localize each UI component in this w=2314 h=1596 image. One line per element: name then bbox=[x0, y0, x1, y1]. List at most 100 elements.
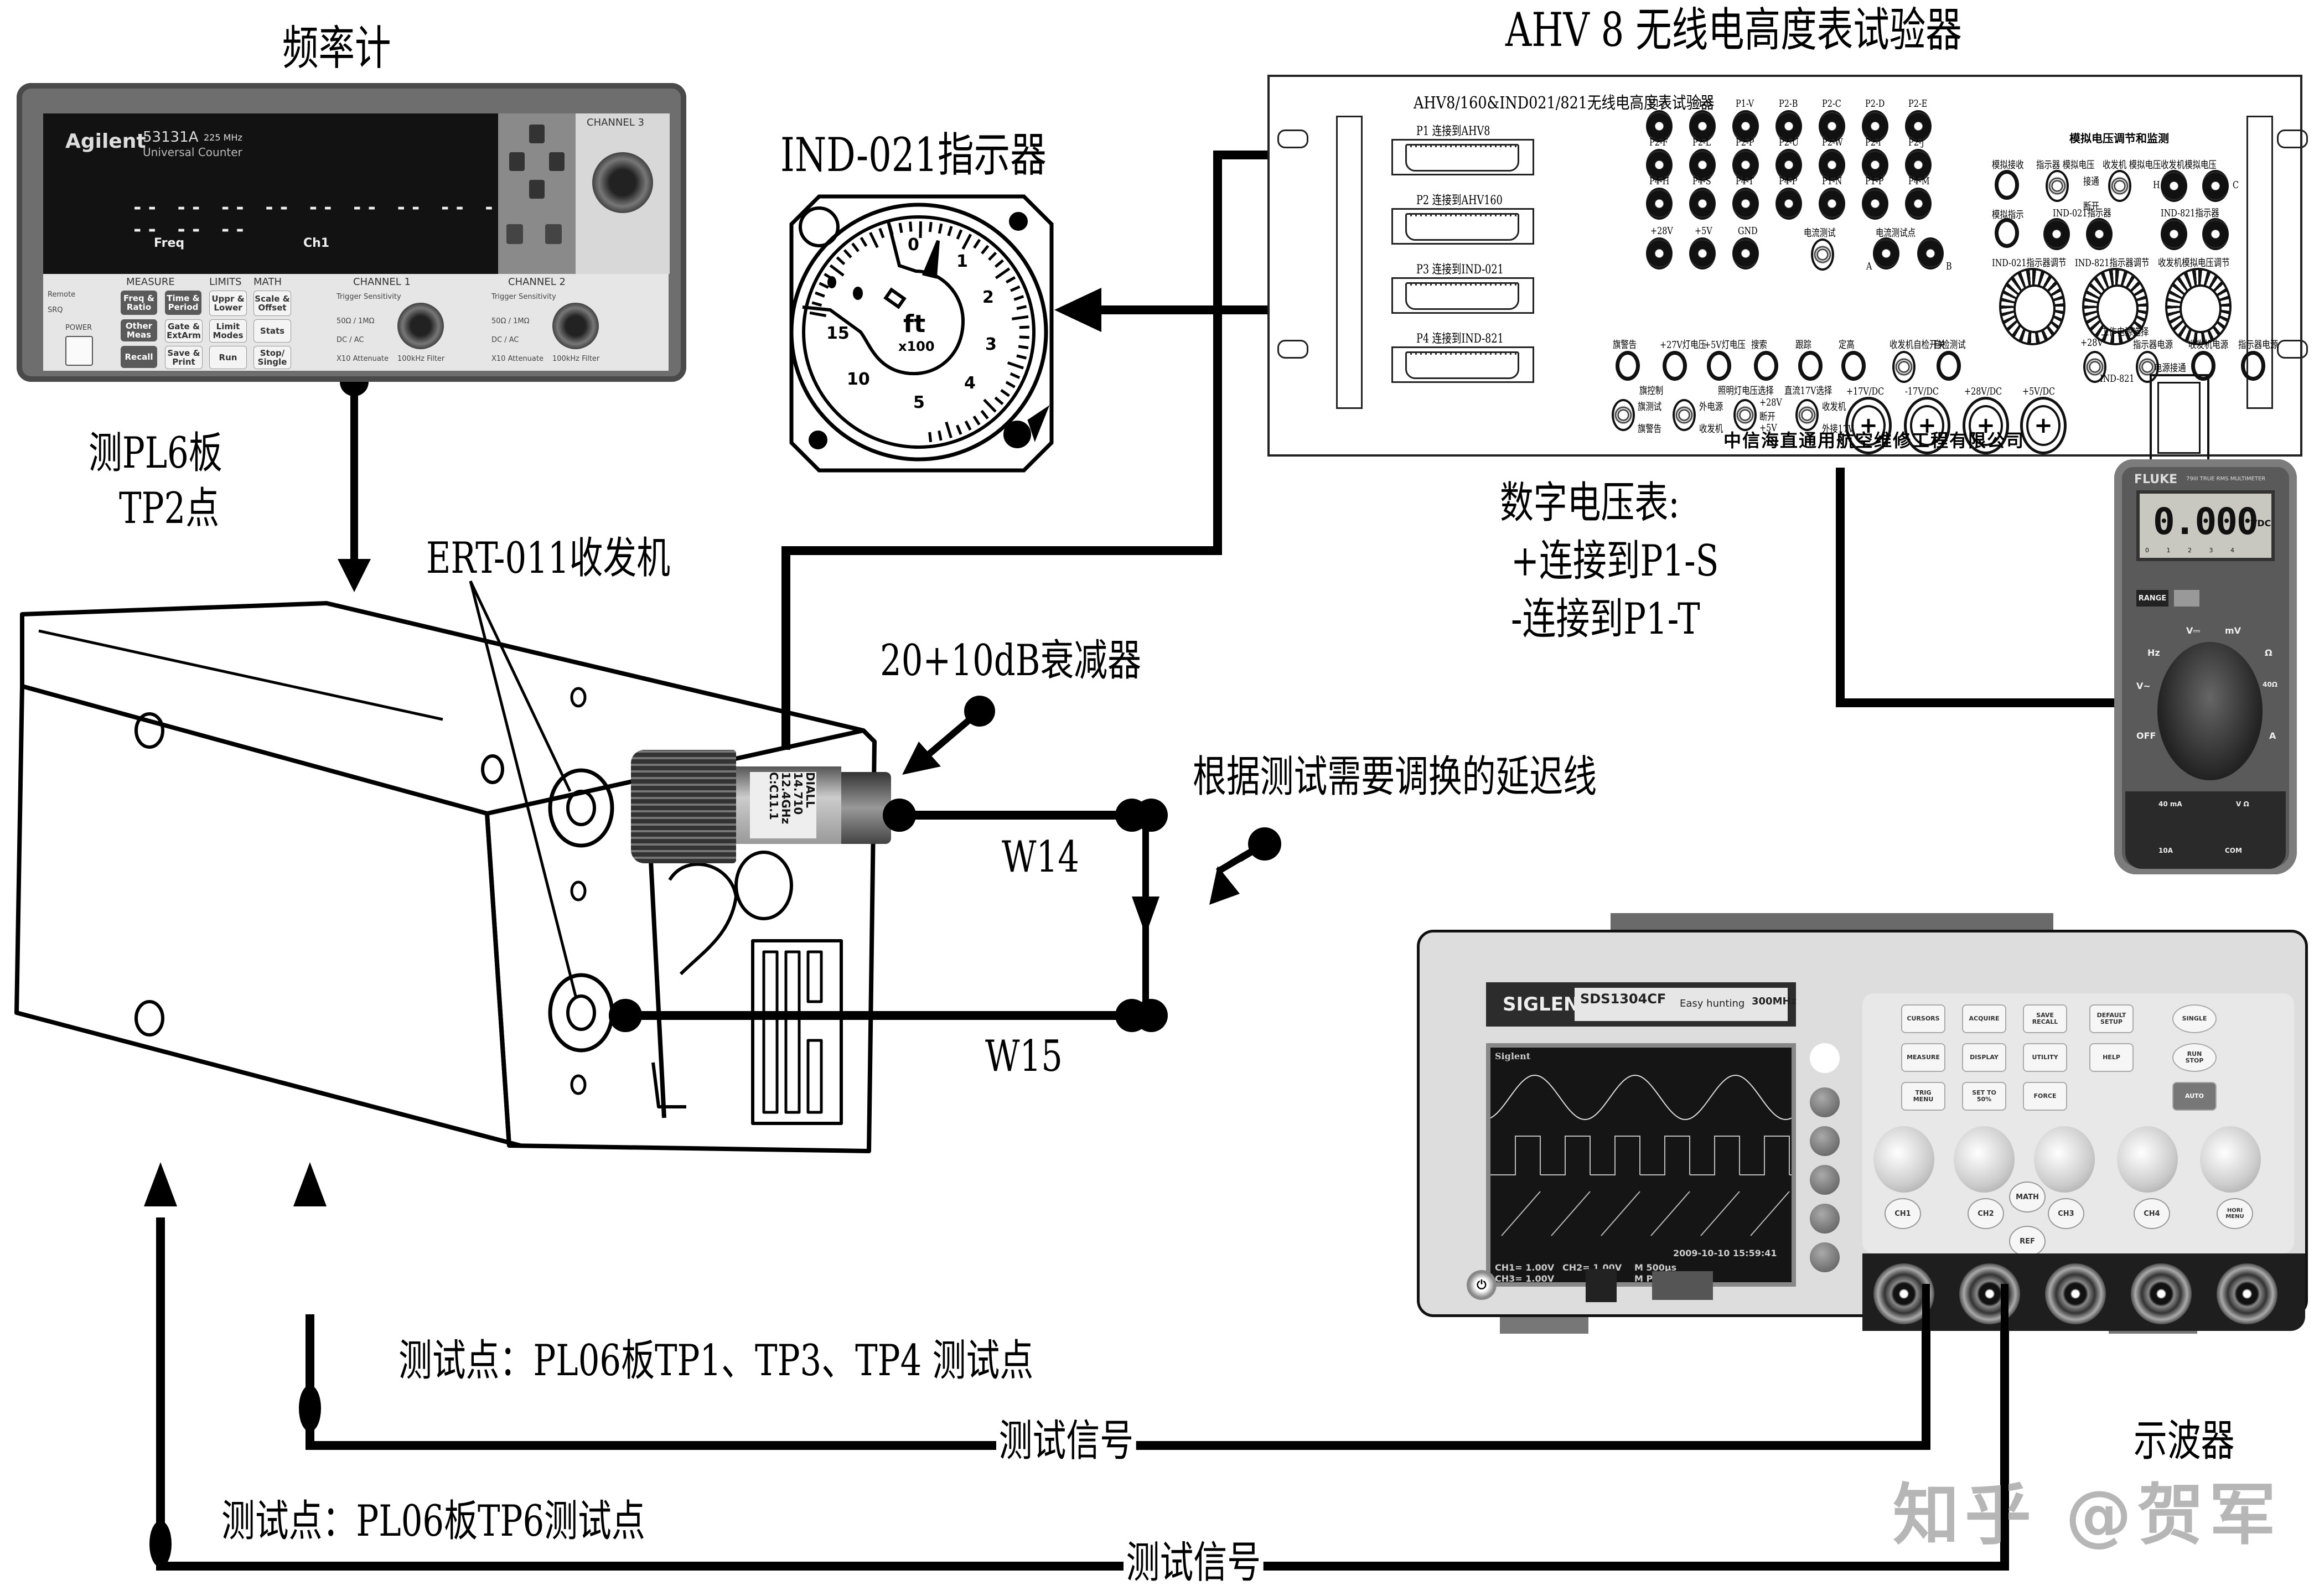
ch1-volts-knob[interactable] bbox=[1873, 1126, 1934, 1193]
test-jack[interactable] bbox=[1819, 149, 1845, 181]
osc-btn-single[interactable]: SINGLE bbox=[2172, 1004, 2217, 1033]
btn-uppr-lower[interactable]: Uppr & Lower bbox=[209, 291, 247, 316]
ch2-impedance[interactable]: 50Ω / 1MΩ bbox=[491, 317, 530, 325]
osc-btn-force[interactable]: FORCE bbox=[2023, 1082, 2067, 1111]
indicator-voltage-toggle[interactable] bbox=[2046, 170, 2069, 202]
osc-btn-trig-menu[interactable]: TRIG MENU bbox=[1901, 1082, 1945, 1111]
jack-5v[interactable] bbox=[1689, 237, 1716, 270]
osc-btn-math[interactable]: MATH bbox=[2009, 1182, 2046, 1212]
osc-btn-auto[interactable]: AUTO bbox=[2172, 1082, 2217, 1111]
ch2-volts-knob[interactable] bbox=[1954, 1126, 2015, 1193]
btn-stats[interactable]: Stats bbox=[253, 319, 291, 343]
btn-save-print[interactable]: Save & Print bbox=[165, 346, 203, 369]
osc-usb-port[interactable] bbox=[1586, 1269, 1617, 1302]
btn-time-period[interactable]: Time & Period bbox=[165, 291, 201, 315]
btn-other-meas[interactable]: Other Meas bbox=[121, 319, 157, 341]
jack-transceiver-c[interactable] bbox=[2202, 170, 2229, 202]
osc-btn-default-setup[interactable]: DEFAULT SETUP bbox=[2089, 1004, 2134, 1033]
bnc-ch4[interactable] bbox=[2131, 1263, 2192, 1324]
jack-ind021-c[interactable] bbox=[2086, 218, 2113, 250]
binding-post-p17v[interactable]: + bbox=[1845, 397, 1892, 454]
osc-power-button[interactable]: ⏻ bbox=[1467, 1270, 1497, 1300]
test-jack[interactable] bbox=[1819, 110, 1845, 142]
power-button[interactable] bbox=[65, 336, 93, 366]
ch1-coupling[interactable]: DC / AC bbox=[337, 336, 364, 344]
osc-softkey-1[interactable] bbox=[1810, 1087, 1840, 1117]
range-button[interactable]: RANGE bbox=[2136, 590, 2168, 607]
jack-ind021-h[interactable] bbox=[2043, 218, 2070, 250]
ch2-trigger-sensitivity[interactable]: Trigger Sensitivity bbox=[491, 293, 556, 301]
btn-run[interactable]: Run bbox=[209, 346, 247, 369]
osc-btn-measure[interactable]: MEASURE bbox=[1901, 1043, 1945, 1072]
jack-10a[interactable]: 10A bbox=[2158, 847, 2173, 854]
osc-btn-set-50[interactable]: SET TO 50% bbox=[1962, 1082, 2006, 1111]
power-rocker-switch[interactable] bbox=[2150, 374, 2209, 462]
current-test-switch[interactable] bbox=[1811, 239, 1834, 271]
arrow-down-key[interactable] bbox=[529, 180, 545, 199]
test-jack[interactable] bbox=[1775, 149, 1802, 181]
test-jack[interactable] bbox=[1905, 110, 1932, 142]
jack-ind821-c[interactable] bbox=[2202, 218, 2229, 250]
ch1-filter[interactable]: 100kHz Filter bbox=[397, 355, 445, 363]
jack-28v[interactable] bbox=[1646, 237, 1673, 270]
osc-btn-cursors[interactable]: CURSORS bbox=[1901, 1004, 1945, 1033]
ch3-volts-knob[interactable] bbox=[2034, 1126, 2095, 1193]
btn-gate-extarm[interactable]: Gate & ExtArm bbox=[165, 319, 203, 343]
osc-softkey-3[interactable] bbox=[1810, 1165, 1840, 1195]
jack-transceiver-h[interactable] bbox=[2161, 170, 2187, 202]
ch2-filter[interactable]: 100kHz Filter bbox=[552, 355, 600, 363]
osc-btn-ch1[interactable]: CH1 bbox=[1885, 1198, 1921, 1229]
jack-current-b[interactable] bbox=[1917, 237, 1944, 270]
test-jack[interactable] bbox=[1819, 188, 1845, 220]
test-jack[interactable] bbox=[1646, 188, 1673, 220]
ch2-coupling[interactable]: DC / AC bbox=[491, 336, 519, 344]
test-jack[interactable] bbox=[1905, 149, 1932, 181]
ch2-attenuate[interactable]: X10 Attenuate bbox=[491, 355, 543, 363]
osc-btn-ch4[interactable]: CH4 bbox=[2134, 1198, 2170, 1229]
connector-p4[interactable] bbox=[1391, 346, 1534, 383]
bnc-ch1[interactable] bbox=[1873, 1263, 1934, 1324]
channel1-input-connector[interactable] bbox=[397, 303, 444, 349]
test-jack[interactable] bbox=[1775, 110, 1802, 142]
test-jack[interactable] bbox=[1732, 149, 1759, 181]
btn-freq-ratio[interactable]: Freq & Ratio bbox=[121, 291, 157, 315]
sign-key[interactable] bbox=[506, 224, 523, 244]
binding-post-p5v[interactable]: + bbox=[2020, 397, 2067, 454]
rotary-selector[interactable] bbox=[2157, 642, 2263, 780]
osc-softkey-5[interactable] bbox=[1810, 1242, 1840, 1272]
bnc-ch3[interactable] bbox=[2045, 1263, 2106, 1324]
lamp-voltage-switch[interactable] bbox=[1733, 399, 1757, 431]
btn-limit-modes[interactable]: Limit Modes bbox=[209, 319, 247, 343]
lamp-switch[interactable] bbox=[2136, 351, 2159, 383]
jack-ind821-h[interactable] bbox=[2161, 218, 2187, 250]
osc-btn-ch3[interactable]: CH3 bbox=[2048, 1198, 2084, 1229]
power-source-switch[interactable] bbox=[1673, 399, 1696, 431]
bnc-ch2[interactable] bbox=[1959, 1263, 2020, 1324]
jack-com[interactable]: COM bbox=[2225, 847, 2242, 854]
ind021-adjust-knob[interactable] bbox=[1999, 268, 2065, 345]
osc-btn-utility[interactable]: UTILITY bbox=[2023, 1043, 2067, 1072]
test-jack[interactable] bbox=[1775, 188, 1802, 220]
osc-btn-run-stop[interactable]: RUN STOP bbox=[2172, 1043, 2217, 1072]
test-jack[interactable] bbox=[1689, 149, 1716, 181]
flag-test-switch[interactable] bbox=[1612, 399, 1635, 431]
jack-current-a[interactable] bbox=[1873, 237, 1899, 270]
btn-scale-offset[interactable]: Scale & Offset bbox=[253, 291, 291, 316]
binding-post-m17v[interactable]: + bbox=[1904, 397, 1950, 454]
osc-softkey-2[interactable] bbox=[1810, 1126, 1840, 1156]
osc-btn-hori-menu[interactable]: HORI MENU bbox=[2217, 1198, 2253, 1229]
ch1-attenuate[interactable]: X10 Attenuate bbox=[337, 355, 389, 363]
lamp-switch[interactable] bbox=[2083, 351, 2106, 383]
osc-btn-ref[interactable]: REF bbox=[2009, 1226, 2046, 1257]
transceiver-voltage-toggle[interactable] bbox=[2108, 170, 2131, 202]
enter-key[interactable] bbox=[545, 224, 562, 244]
arrow-left-key[interactable] bbox=[509, 152, 525, 171]
lamp-switch[interactable] bbox=[1892, 351, 1916, 383]
osc-btn-help[interactable]: HELP bbox=[2089, 1043, 2134, 1072]
arrow-up-key[interactable] bbox=[529, 125, 545, 143]
jack-v-ohm[interactable]: V Ω bbox=[2236, 800, 2249, 808]
test-jack[interactable] bbox=[1905, 188, 1932, 220]
btn-recall[interactable]: Recall bbox=[121, 346, 157, 368]
test-jack[interactable] bbox=[1646, 149, 1673, 181]
ind821-adjust-knob[interactable] bbox=[2082, 268, 2149, 345]
